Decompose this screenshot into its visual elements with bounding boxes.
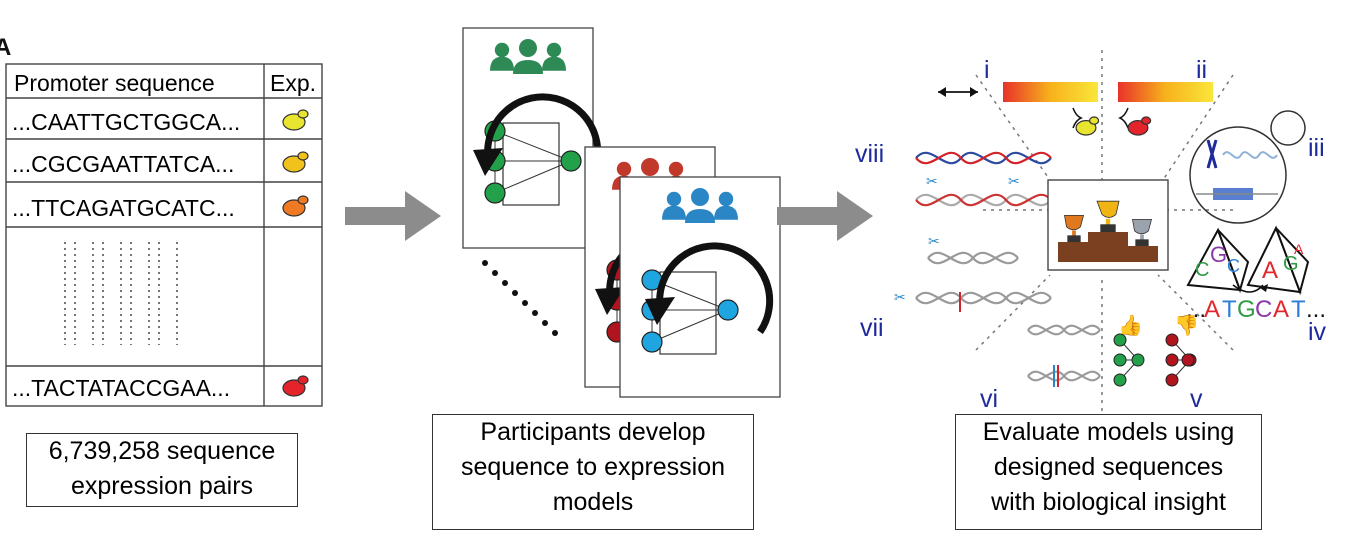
table-row-0-sequence: ...CAATTGCTGGCA... — [12, 109, 241, 135]
table-header-expression: Exp. — [270, 70, 317, 96]
pyramid-letter-left-2: C — [1227, 256, 1240, 276]
models-caption-line-1: Participants develop — [480, 418, 706, 446]
numeral-i: i — [984, 56, 990, 84]
model-card-blue — [619, 176, 781, 398]
ellipsis-dots — [64, 242, 178, 345]
thumbs-down-icon: 👎 — [1174, 313, 1199, 337]
sequence-table-grid — [5, 63, 323, 407]
pyramid-letter-right-1: G — [1283, 253, 1299, 275]
yeast-expression-icon-3 — [282, 375, 309, 397]
model-card-green — [462, 27, 602, 249]
dna-cut-icon — [915, 151, 1052, 207]
table-row-2-sequence: ...TTCAGATGCATC... — [12, 195, 235, 221]
evaluate-caption-box: Evaluate models using designed sequences… — [955, 414, 1262, 530]
team-people-icon — [662, 188, 738, 223]
svg-text:✂: ✂ — [926, 174, 938, 190]
gradient-bar-i — [1003, 82, 1098, 102]
yeast-expression-icon-1 — [282, 151, 309, 173]
svg-text:✂: ✂ — [894, 290, 906, 306]
yeast-yellow-icon — [1075, 116, 1100, 136]
models-caption-box: Participants develop sequence to express… — [432, 414, 754, 530]
more-models-dots-icon — [482, 260, 558, 336]
numeral-ii: ii — [1196, 56, 1208, 84]
team-people-icon — [490, 39, 566, 74]
yeast-eval-yellow — [1075, 116, 1100, 136]
table-row-1-sequence: ...CGCGAATTATCA... — [12, 151, 235, 177]
flow-arrow-1 — [345, 191, 441, 241]
motif-pyramids-icon — [1186, 225, 1310, 296]
evaluate-caption-line-3: with biological insight — [991, 488, 1226, 516]
sequence-base: ... — [1186, 296, 1206, 323]
numeral-viii: viii — [855, 140, 885, 168]
data-caption-line-2: expression pairs — [70, 472, 254, 500]
model-cards — [462, 27, 781, 398]
flow-arrow-2 — [777, 191, 873, 241]
table-header-sequence: Promoter sequence — [14, 70, 215, 96]
numeral-iii: iii — [1308, 134, 1325, 162]
yeast-eval-red — [1127, 116, 1152, 136]
pyramid-letter-right-0: A — [1262, 257, 1278, 284]
data-caption-line-1: 6,739,258 sequence — [48, 437, 276, 465]
data-caption-box: 6,739,258 sequence expression pairs — [26, 433, 298, 507]
yeast-expression-icon-2 — [282, 195, 309, 217]
numeral-v: v — [1190, 385, 1203, 413]
trophy-podium-icon — [1058, 200, 1158, 262]
svg-text:✂: ✂ — [1008, 174, 1020, 190]
yeast-cell-chromosome-icon — [1189, 110, 1306, 224]
sequence-base: C — [1255, 296, 1272, 323]
dna-mutation-icon — [1027, 324, 1101, 382]
thumbs-up-icon: 👍 — [1118, 313, 1143, 337]
pyramid-letter-left-1: G — [1210, 242, 1227, 267]
yeast-red-icon — [1127, 116, 1152, 136]
sequence-base: A — [1273, 296, 1289, 323]
sequence-base: G — [1237, 296, 1256, 323]
sequence-base: A — [1204, 296, 1220, 323]
dna-strand-icon — [915, 251, 1052, 305]
pyramid-letter-right-2: A — [1294, 241, 1304, 257]
evaluate-caption-line-2: designed sequences — [993, 453, 1224, 481]
models-caption-line-3: models — [552, 488, 634, 516]
svg-text:✂: ✂ — [928, 234, 940, 250]
evaluation-panel: ✂ ✂ ✂ ✂ — [894, 50, 1326, 420]
gradient-bar-ii — [1118, 82, 1213, 102]
panel-letter: A — [0, 34, 12, 61]
sequence-base: T — [1222, 296, 1237, 323]
pyramid-letter-left-0: C — [1195, 259, 1209, 281]
table-row-3-sequence: ...TACTATACCGAA... — [12, 375, 231, 401]
sequence-base: T — [1291, 296, 1306, 323]
models-caption-line-2: sequence to expression — [460, 453, 726, 481]
mini-network-icons — [1113, 333, 1197, 387]
yeast-expression-icon-0 — [282, 109, 309, 131]
numeral-vi: vi — [980, 385, 999, 413]
distance-double-arrow-icon — [938, 87, 978, 97]
expression-yeast-column — [282, 109, 309, 397]
numeral-vii: vii — [860, 314, 884, 342]
numeral-iv: iv — [1308, 318, 1327, 346]
sequence-base: ... — [1306, 296, 1326, 323]
evaluate-caption-line-1: Evaluate models using — [982, 418, 1235, 446]
